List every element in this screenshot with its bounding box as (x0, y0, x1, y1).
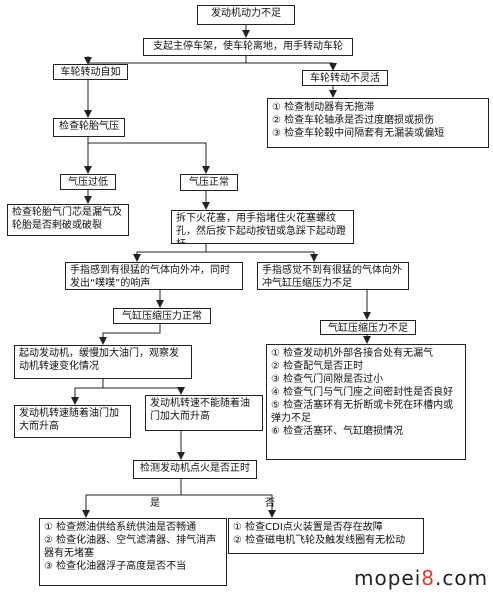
compression-check-4: ④ 检查气门与气门座之间密封性是否良好 (271, 387, 454, 398)
no-check-1: ① 检查CDI点火装置是否存在故障 (233, 522, 383, 533)
yes-check-1: ① 检查燃油供给系统供油是否畅通 (44, 522, 197, 533)
pressure-low-box: 气压过低 (60, 174, 116, 190)
no-label: 否 (265, 498, 275, 509)
speed-rises-box: 发动机转速随着油门加大而升高 (14, 405, 131, 438)
no-checks-box: ① 检查CDI点火装置是否存在故障 ② 检查磁电机飞轮及触发线圈有无松动 (228, 518, 424, 554)
yes-check-3: ③ 检查化油器浮子高度是否不当 (44, 561, 187, 572)
plug-test-box: 拆下火花塞，用手指堵住火花塞螺纹孔，然后按下起动按钮或急踩下起动蹬杆 (171, 210, 354, 244)
watermark-part1: mopei (354, 566, 422, 590)
start-box: 发动机动力不足 (197, 5, 295, 25)
watermark: mopei8.com (354, 566, 488, 590)
tire-check-box: 检查轮胎气压 (53, 118, 125, 137)
start-engine-box: 起动发动机，缓慢加大油门，观察发动机转速变化情况 (14, 345, 192, 379)
wheel-check-2: ② 检查车轮轴承是否过度磨损或损伤 (272, 115, 435, 126)
compression-check-5: ⑤ 检查活塞环有无折断或卡死在环槽内或弹力不足 (271, 400, 454, 424)
valve-check-box: 检查轮胎气门芯是漏气及轮胎是否剌破或破裂 (7, 204, 129, 236)
strong-air-box: 手指感到有很猛的气体向外冲，同时发出“噗噗”的响声 (65, 262, 243, 290)
wheel-check-1: ① 检查制动器有无拖滞 (272, 102, 375, 113)
compression-low-box: 气缸压缩压力不足 (320, 320, 416, 335)
wheel-check-3: ③ 检查车轮毂中间隔套有无漏装或偏短 (272, 128, 445, 139)
compression-check-3: ③ 检查气门间隙是否过小 (271, 374, 384, 385)
wheel-checks-box: ① 检查制动器有无拖滞 ② 检查车轮轴承是否过度磨损或损伤 ③ 检查车轮毂中间隔… (267, 98, 489, 148)
watermark-part3: .com (435, 566, 489, 590)
compression-ok-box: 气缸压缩压力正常 (113, 308, 211, 324)
compression-check-6: ⑥ 检查活塞环、气缸磨损情况 (271, 426, 404, 437)
support-box: 支起主停车架，使车轮离地，用手转动车轮 (143, 38, 353, 56)
yes-check-2: ② 检查化油器、空气滤清器、排气消声器有无堵塞 (44, 535, 217, 559)
no-check-2: ② 检查磁电机飞轮及触发线圈有无松动 (233, 535, 406, 546)
watermark-part2: 8 (421, 566, 436, 590)
pressure-normal-box: 气压正常 (180, 174, 238, 191)
ignition-check-box: 检测发动机点火是否正时 (133, 460, 257, 479)
compression-checks-box: ① 检查发动机外部各接合处有无漏气 ② 检查配气是否正时 ③ 检查气门间隙是否过… (266, 344, 466, 460)
weak-air-box: 手指感觉不到有很猛的气体向外冲气缸压缩压力不足 (257, 262, 409, 290)
speed-not-rises-box: 发动机转速不能随着油门加大而升高 (145, 395, 263, 431)
compression-check-1: ① 检查发动机外部各接合处有无漏气 (271, 348, 434, 359)
wheel-free-box: 车轮转动自如 (53, 64, 128, 80)
compression-check-2: ② 检查配气是否正时 (271, 361, 364, 372)
yes-checks-box: ① 检查燃油供给系统供油是否畅通 ② 检查化油器、空气滤清器、排气消声器有无堵塞… (39, 518, 227, 586)
yes-label: 是 (150, 498, 160, 509)
wheel-stiff-box: 车轮转动不灵活 (302, 70, 388, 86)
